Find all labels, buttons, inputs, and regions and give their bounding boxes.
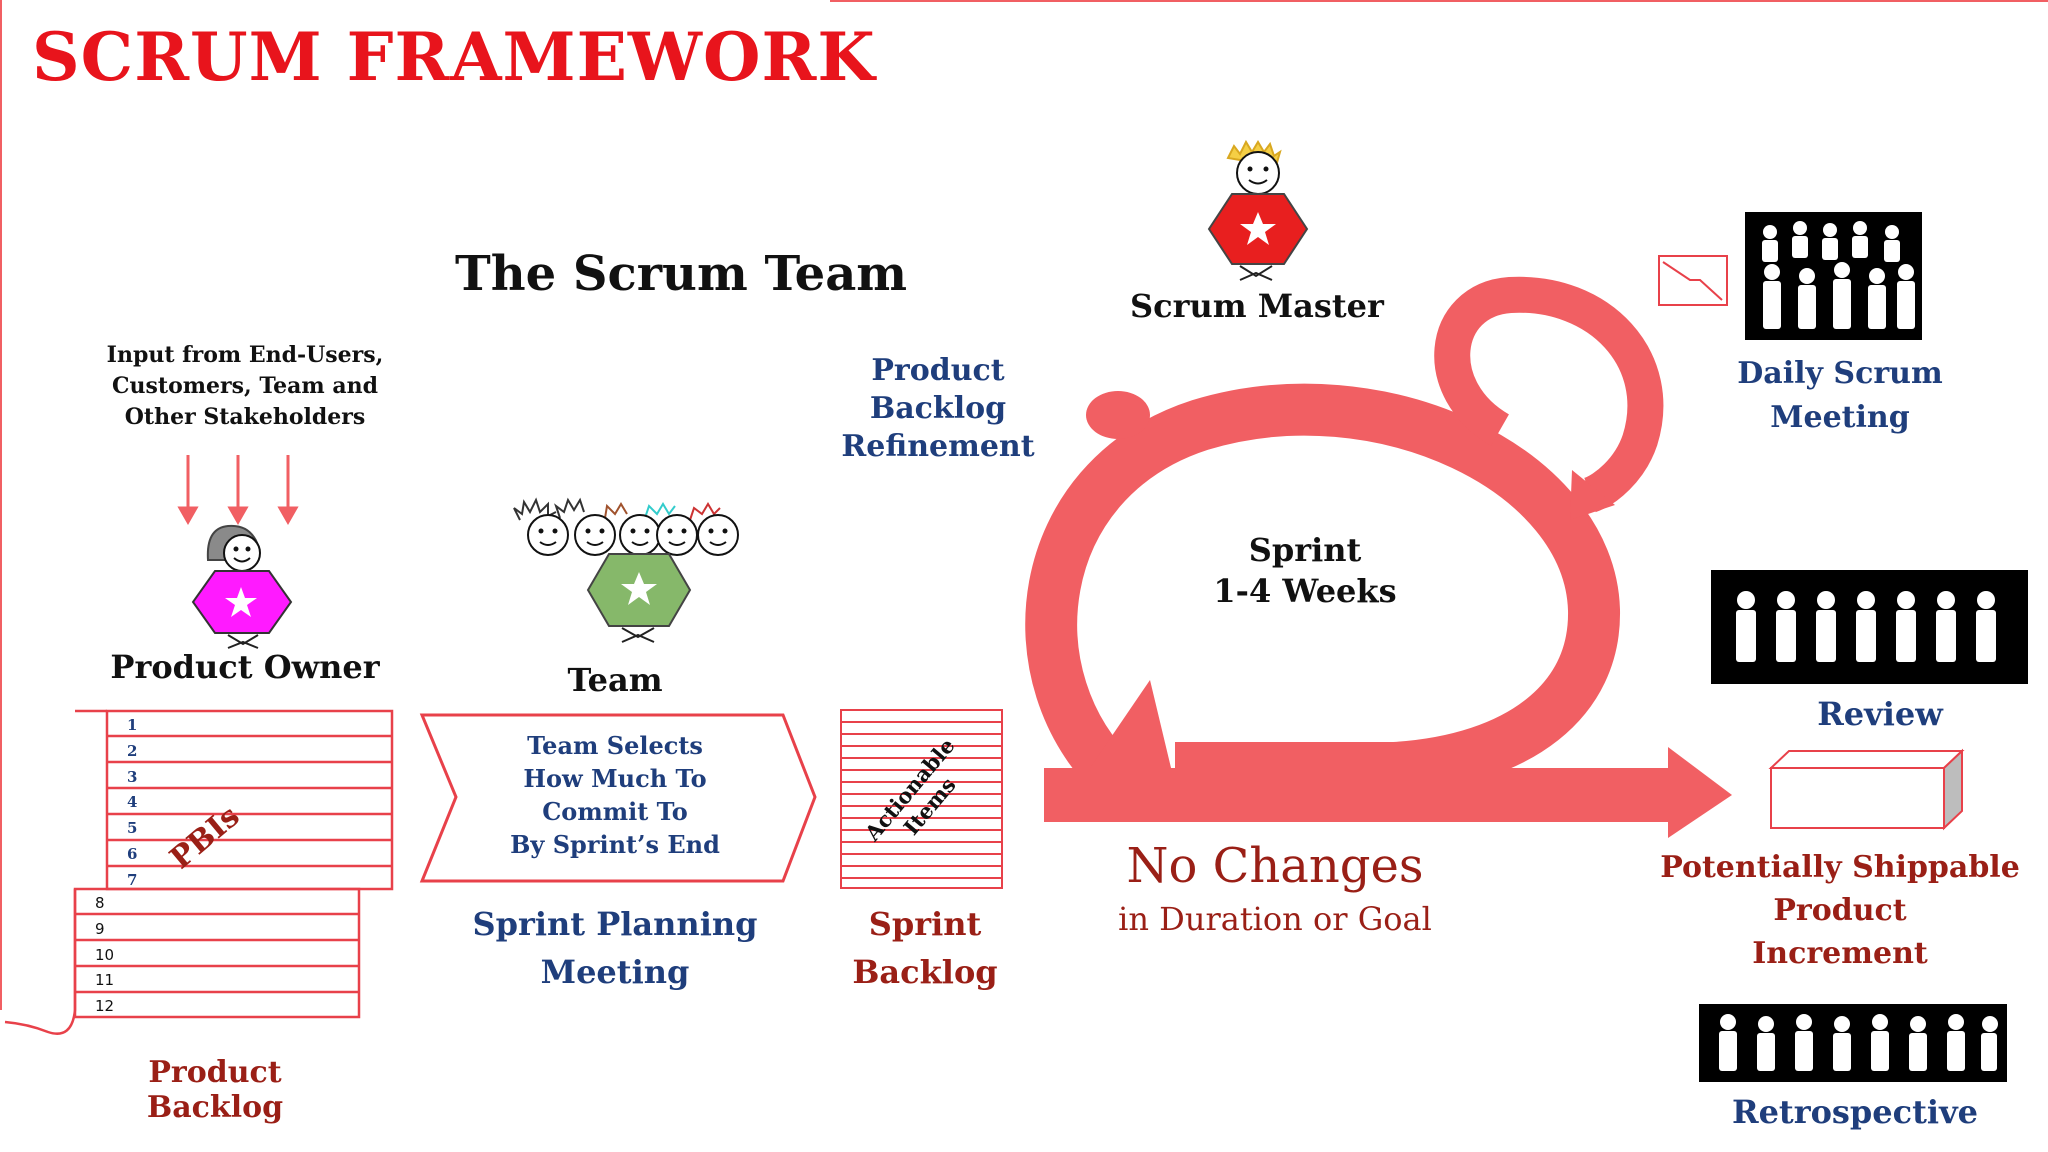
scrum-master-figure (1207, 139, 1309, 281)
backlog-item: 7 (127, 870, 138, 889)
sprint-planning-chevron (419, 713, 817, 883)
retrospective-label: Retrospective (1731, 1093, 1979, 1131)
scrum-team-heading: The Scrum Team (455, 246, 908, 302)
increment-label: Potentially Shippable Product Increment (1660, 850, 2020, 971)
backlog-item: 3 (127, 767, 138, 786)
backlog-item: 10 (95, 945, 115, 964)
product-backlog-refinement-label: Product Backlog Refinement (841, 353, 1035, 464)
no-changes-title: No Changes (1126, 838, 1424, 894)
product-backlog-label: Product Backlog (146, 1055, 284, 1125)
product-backlog-table (4, 709, 394, 1035)
backlog-numbers-top: 1 2 3 4 5 6 7 (127, 713, 157, 894)
no-changes-subtitle: in Duration or Goal (1118, 900, 1432, 938)
page-title: SCRUM FRAMEWORK (32, 18, 876, 96)
backlog-item: 11 (95, 971, 115, 990)
left-divider (0, 0, 2, 1010)
sprint-backlog-label: Sprint Backlog (852, 905, 998, 991)
backlog-item: 12 (95, 997, 115, 1016)
backlog-item: 9 (95, 919, 105, 938)
sprint-backlog-list (840, 709, 1003, 889)
backlog-item: 6 (127, 844, 138, 863)
backlog-item: 8 (95, 894, 105, 912)
team-label: Team (567, 661, 663, 699)
backlog-numbers-bottom: 8 9 10 11 12 (95, 891, 135, 1020)
backlog-item: 4 (127, 793, 138, 812)
daily-scrum-image (1745, 212, 1922, 340)
sprint-planning-box-text: Team Selects How Much To Commit To By Sp… (510, 731, 720, 859)
retrospective-image (1699, 1004, 2007, 1082)
product-owner-figure (191, 524, 293, 649)
input-label: Input from End-Users, Customers, Team an… (106, 342, 384, 430)
burndown-chart-icon (1658, 255, 1728, 306)
input-arrows (177, 455, 299, 526)
sprint-planning-label: Sprint Planning Meeting (472, 905, 758, 991)
top-divider (830, 0, 2048, 2)
increment-box (1768, 748, 1965, 831)
scrum-master-label: Scrum Master (1130, 287, 1384, 325)
review-label: Review (1817, 695, 1943, 733)
sprint-cycle-arrow (1025, 276, 1732, 838)
backlog-item: 2 (127, 741, 138, 760)
daily-scrum-label: Daily Scrum Meeting (1737, 356, 1943, 435)
sprint-label: Sprint 1-4 Weeks (1213, 531, 1397, 610)
review-image (1711, 570, 2028, 684)
backlog-item: 1 (127, 716, 138, 734)
team-figure (513, 497, 739, 643)
backlog-item: 5 (127, 819, 138, 838)
product-owner-label: Product Owner (110, 648, 380, 686)
